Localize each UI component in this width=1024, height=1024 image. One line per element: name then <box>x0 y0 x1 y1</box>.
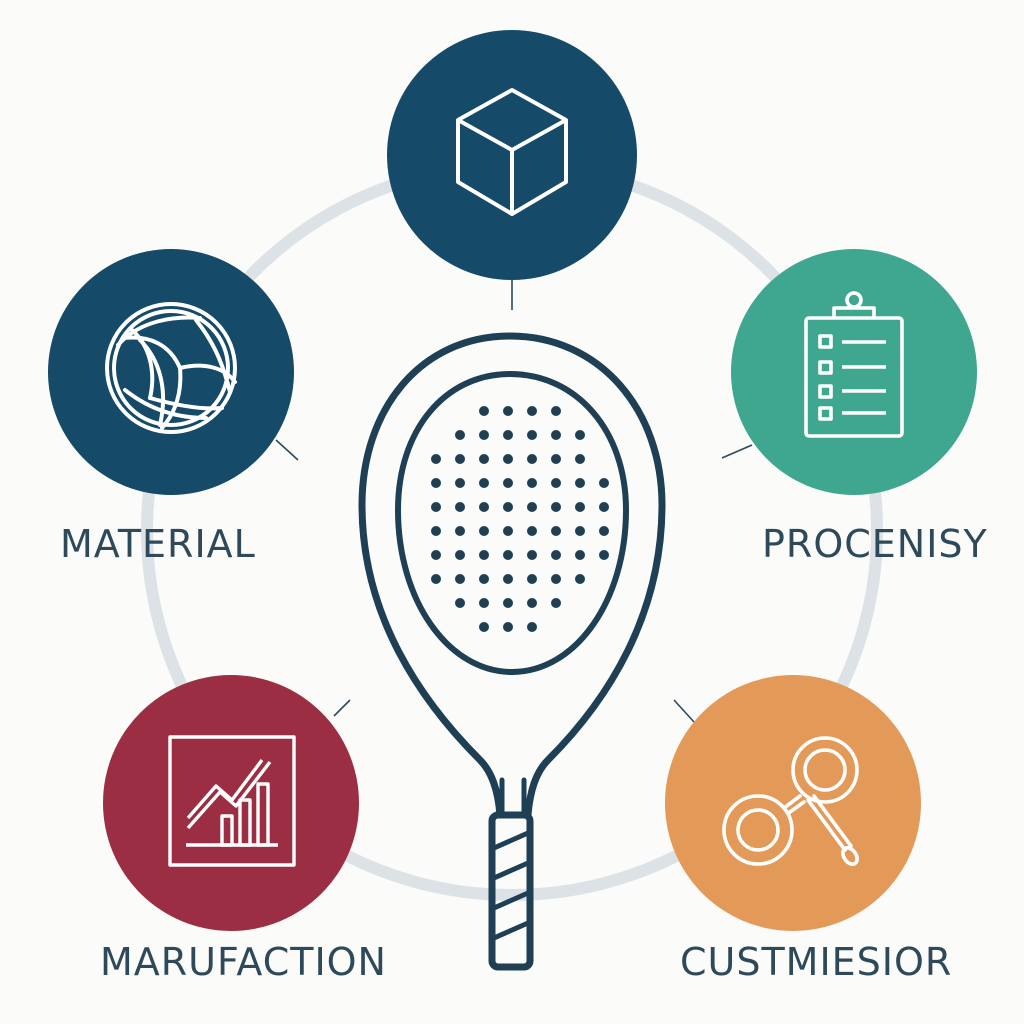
racket-hole <box>551 430 561 440</box>
racket-hole <box>479 430 489 440</box>
racket-hole <box>551 454 561 464</box>
racket-hole <box>527 598 537 608</box>
node-material-circle <box>48 249 294 495</box>
racket-hole <box>599 526 609 536</box>
racket-hole <box>479 454 489 464</box>
racket-hole <box>575 526 585 536</box>
racket-hole <box>527 526 537 536</box>
racket-hole <box>503 430 513 440</box>
racket-hole <box>455 454 465 464</box>
racket-hole <box>527 430 537 440</box>
label-material: MATERIAL <box>60 522 256 566</box>
racket-hole <box>551 550 561 560</box>
racket-hole <box>479 574 489 584</box>
node-top[interactable] <box>387 30 637 280</box>
racket-hole <box>455 526 465 536</box>
clipboard-checklist-icon <box>804 291 904 438</box>
racket-hole <box>551 574 561 584</box>
racket-hole <box>503 406 513 416</box>
racket-hole <box>455 550 465 560</box>
racket-hole <box>575 502 585 512</box>
racket-hole <box>599 550 609 560</box>
racket-hole <box>455 502 465 512</box>
racket-hole <box>527 502 537 512</box>
racket-hole <box>551 478 561 488</box>
racket-hole <box>455 598 465 608</box>
racket-hole <box>551 502 561 512</box>
racket-hole <box>431 454 441 464</box>
label-marufaction: MARUFACTION <box>100 940 387 984</box>
label-custmiesior: CUSTMIESIOR <box>680 940 953 984</box>
racket-hole <box>503 454 513 464</box>
racket-hole <box>527 574 537 584</box>
racket-hole <box>575 478 585 488</box>
volleyball-icon <box>105 302 237 434</box>
node-marufaction[interactable] <box>103 675 359 931</box>
racket-hole <box>431 526 441 536</box>
racket-hole <box>575 454 585 464</box>
racket-hole <box>575 430 585 440</box>
node-material[interactable] <box>48 249 294 495</box>
racket-hole <box>479 478 489 488</box>
racket-hole <box>455 574 465 584</box>
racket-hole <box>551 598 561 608</box>
node-procenisy-circle <box>731 249 977 495</box>
growth-chart-icon <box>168 735 296 867</box>
racket-hole <box>503 598 513 608</box>
node-procenisy[interactable] <box>731 249 977 495</box>
racket-hole <box>599 478 609 488</box>
racket-hole <box>455 430 465 440</box>
racket-hole <box>503 478 513 488</box>
racket-hole <box>503 550 513 560</box>
racket-hole <box>503 574 513 584</box>
racket-holes <box>431 406 609 632</box>
racket-hole <box>431 574 441 584</box>
padel-racket-icon <box>358 332 666 971</box>
racket-hole <box>431 502 441 512</box>
racket-hole <box>479 502 489 512</box>
racket-hole <box>431 478 441 488</box>
racket-hole <box>479 598 489 608</box>
racket-hole <box>503 526 513 536</box>
racket-hole <box>527 478 537 488</box>
connector-lines <box>275 280 753 723</box>
racket-hole <box>527 550 537 560</box>
racket-hole <box>527 406 537 416</box>
racket-hole <box>503 622 513 632</box>
racket-hole <box>575 574 585 584</box>
racket-hole <box>527 622 537 632</box>
racket-hole <box>551 406 561 416</box>
racket-hole <box>503 502 513 512</box>
racket-hole <box>575 550 585 560</box>
racket-hole <box>599 502 609 512</box>
racket-hole <box>479 622 489 632</box>
label-procenisy: PROCENISY <box>762 522 988 566</box>
cube-icon <box>456 88 568 216</box>
node-custmiesior[interactable] <box>665 675 921 931</box>
racket-hole <box>455 478 465 488</box>
rings-tool-icon <box>722 736 859 866</box>
racket-hole <box>479 406 489 416</box>
racket-hole <box>527 454 537 464</box>
racket-hole <box>479 550 489 560</box>
racket-hole <box>551 526 561 536</box>
racket-hole <box>431 550 441 560</box>
racket-hole <box>479 526 489 536</box>
